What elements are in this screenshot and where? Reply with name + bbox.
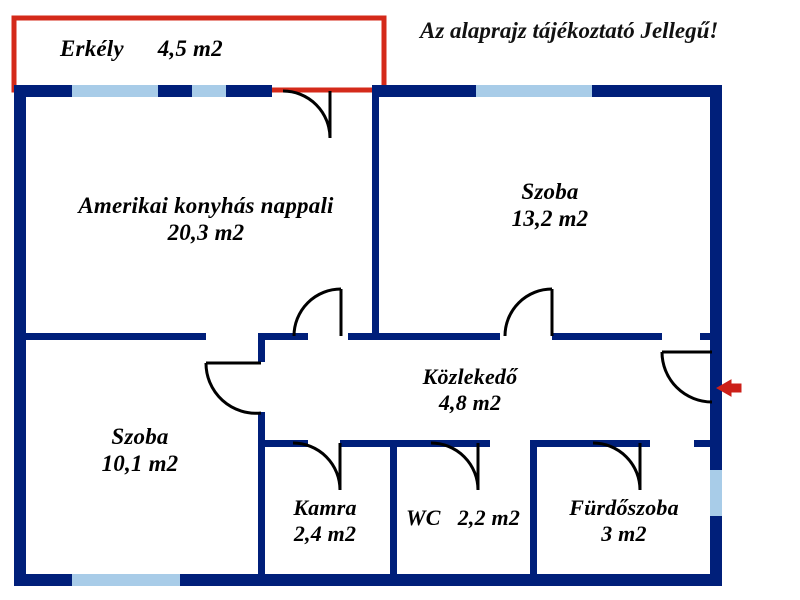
- room-label-erkely: Erkély 4,5 m2: [60, 35, 223, 62]
- window-bedroom-top: [476, 85, 592, 97]
- room-label-wc: WC 2,2 m2: [398, 505, 528, 531]
- room-area-wc: 2,2 m2: [457, 505, 521, 530]
- room-area-kamra: 2,4 m2: [293, 520, 357, 546]
- entrance-direction-arrow: [715, 379, 742, 397]
- plan-disclaimer-title: Az alaprajz tájékoztató Jellegű!: [420, 18, 719, 43]
- room-name-erkely: Erkély: [60, 36, 124, 61]
- room-name-szoba2: Szoba: [111, 424, 169, 449]
- room-label-furdoszoba: Fürdőszoba 3 m2: [542, 495, 706, 547]
- room-name-kamra: Kamra: [293, 495, 357, 520]
- interior-walls: [14, 85, 722, 586]
- room-name-szoba1: Szoba: [521, 179, 579, 204]
- room-label-kamra: Kamra 2,4 m2: [263, 495, 387, 547]
- window-living-right: [192, 85, 226, 97]
- door-living-hallway: [292, 287, 343, 337]
- door-entrance: [660, 350, 713, 404]
- room-name-nappali: Amerikai konyhás nappali: [78, 193, 334, 218]
- room-area-erkely: 4,5 m2: [157, 36, 223, 61]
- window-living-left: [72, 85, 158, 97]
- doors: [204, 89, 713, 491]
- door-bedroom2-hallway: [204, 361, 262, 415]
- room-label-kozlekedo: Közlekedő 4,8 m2: [375, 364, 565, 416]
- room-name-wc: WC: [405, 505, 441, 530]
- door-wc: [430, 441, 480, 491]
- window-bedroom-bottom: [72, 574, 180, 586]
- room-area-kozlekedo: 4,8 m2: [438, 389, 502, 415]
- door-kamra: [292, 441, 342, 491]
- room-name-kozlekedo: Közlekedő: [422, 364, 518, 389]
- room-area-szoba2: 10,1 m2: [101, 451, 179, 477]
- windows: [72, 85, 722, 586]
- room-area-furdoszoba: 3 m2: [601, 520, 647, 546]
- window-bathroom-right: [710, 470, 722, 516]
- room-label-szoba1: Szoba 13,2 m2: [455, 178, 645, 232]
- room-label-szoba2: Szoba 10,1 m2: [45, 423, 235, 477]
- room-area-szoba1: 13,2 m2: [511, 206, 589, 232]
- room-area-nappali: 20,3 m2: [167, 220, 245, 246]
- room-label-nappali: Amerikai konyhás nappali 20,3 m2: [33, 192, 379, 246]
- door-balcony: [282, 89, 332, 139]
- door-bedroom1-hallway: [503, 287, 554, 337]
- room-name-furdoszoba: Fürdőszoba: [569, 495, 679, 520]
- door-furdoszoba: [592, 441, 642, 491]
